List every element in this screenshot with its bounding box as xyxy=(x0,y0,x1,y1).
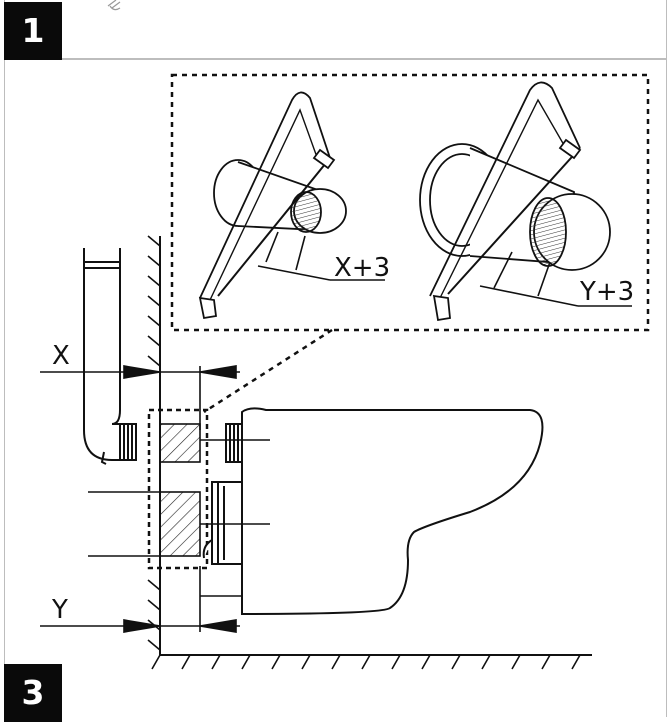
wall-hung-toilet xyxy=(241,407,544,616)
y-cut-dimension xyxy=(479,251,632,307)
panel-frame xyxy=(4,0,667,717)
supply-pipe xyxy=(83,248,137,465)
y-dimension xyxy=(40,566,242,633)
next-step-number-badge: 3 xyxy=(4,664,62,722)
y-cut-label: Y+3 xyxy=(579,277,634,307)
outlet-connector xyxy=(202,481,243,565)
sleeve-outline xyxy=(147,408,209,570)
x-cut-label: X+3 xyxy=(334,253,390,283)
step-number-badge: 1 xyxy=(4,2,62,60)
detail-large-pipe-cut xyxy=(419,81,611,322)
x-cut-dimension xyxy=(257,231,385,281)
floor xyxy=(151,654,592,670)
header-divider xyxy=(4,58,667,60)
x-label: X xyxy=(52,341,70,371)
y-label: Y xyxy=(51,595,68,625)
inlet-connector xyxy=(225,423,243,463)
detail-small-pipe-cut xyxy=(198,91,347,320)
x-dimension xyxy=(40,365,240,430)
cropped-icon xyxy=(107,0,121,11)
detail-box xyxy=(170,73,650,332)
lower-sleeve xyxy=(159,491,201,557)
center-lines xyxy=(88,439,270,557)
upper-sleeve xyxy=(159,423,201,463)
